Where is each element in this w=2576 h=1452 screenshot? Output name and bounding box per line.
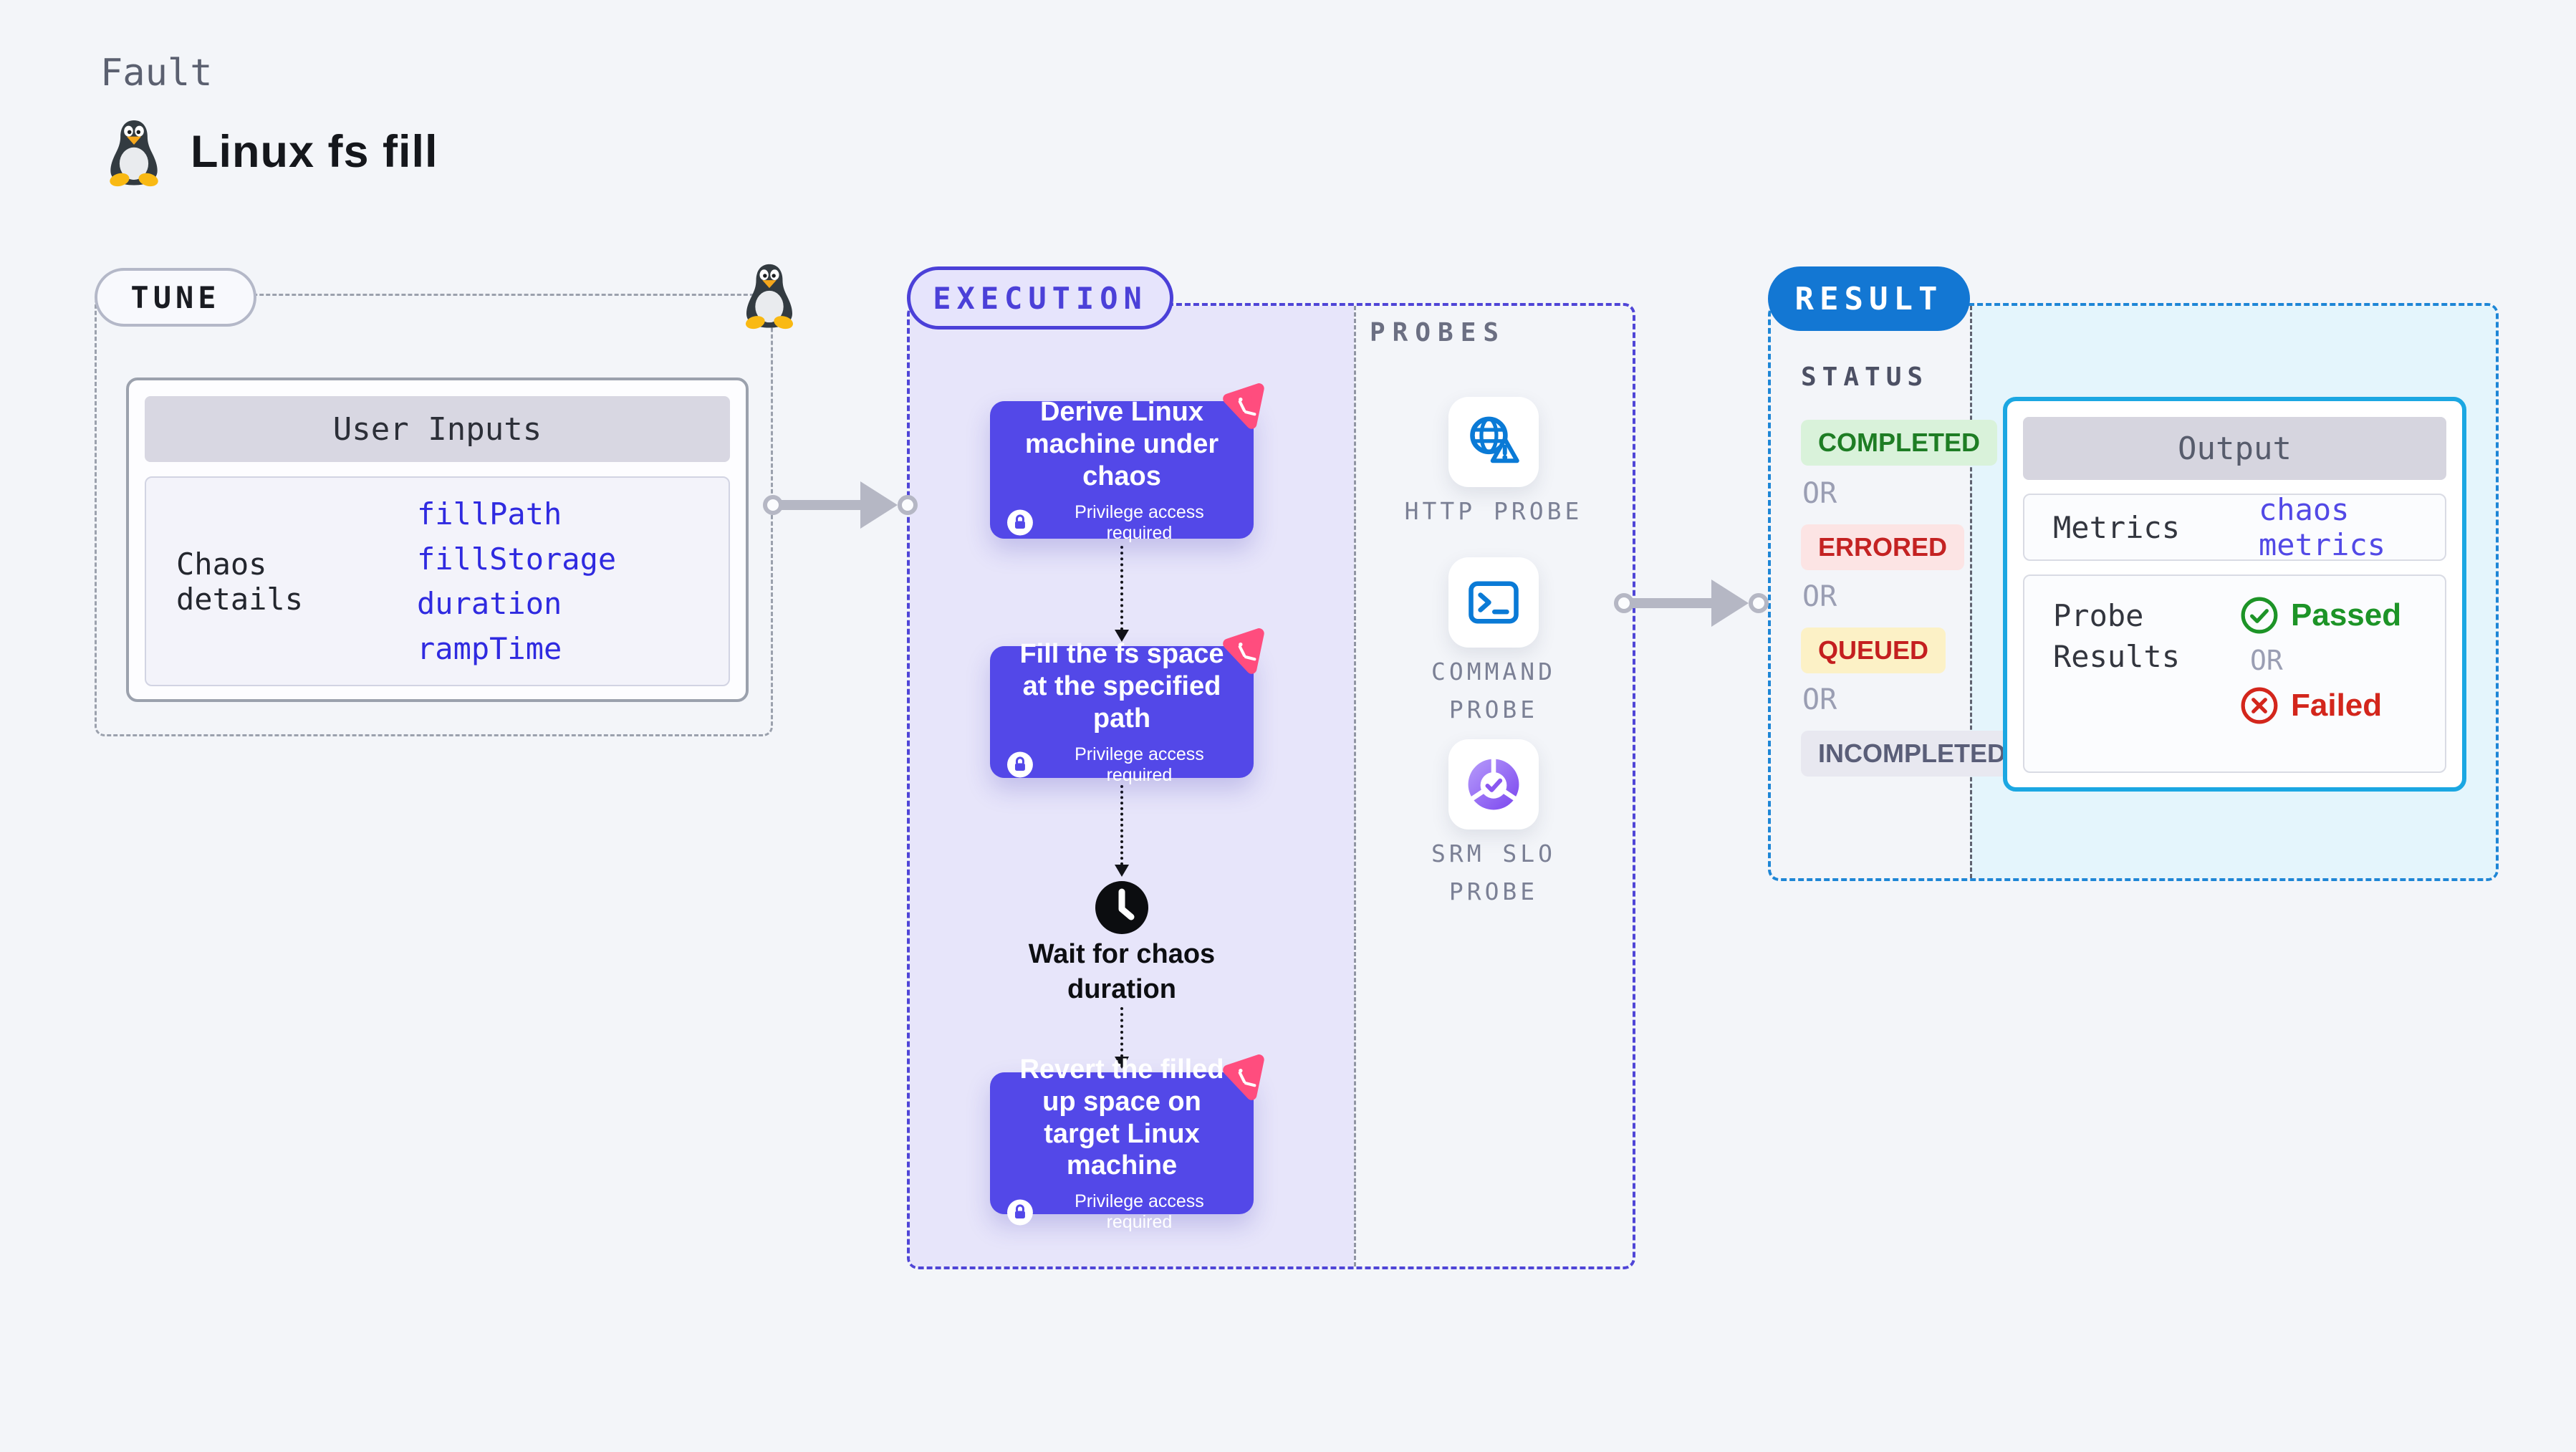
status-badge-completed: COMPLETED [1801, 420, 1998, 466]
srm-slo-probe-icon [1468, 758, 1519, 810]
chaos-fault-icon [1223, 383, 1264, 429]
lock-icon [1007, 1199, 1033, 1226]
passed-check-icon [2241, 597, 2278, 634]
step-card-derive: Derive Linux machine under chaos Privile… [990, 383, 1264, 543]
execution-badge: EXECUTION [907, 266, 1173, 330]
step-title: Revert the filled up space on target Lin… [1019, 1054, 1224, 1181]
metrics-label: Metrics [2053, 509, 2181, 545]
wait-duration-label: Wait for chaos duration [1028, 939, 1216, 1004]
arrow-tune-to-execution [763, 481, 918, 529]
privilege-text: Privilege access required [1075, 501, 1204, 543]
command-probe-tile [1448, 557, 1539, 648]
chaos-params-list: fillPath fillStorage duration rampTime [417, 496, 616, 666]
title-row: Linux fs fill [105, 116, 438, 188]
flow-connector [1115, 546, 1129, 642]
metrics-row: Metrics chaos metrics [2023, 492, 2446, 562]
fault-eyebrow: Fault [100, 52, 213, 95]
param-fillpath[interactable]: fillPath [417, 496, 562, 532]
output-panel: Output Metrics chaos metrics Probe Resul… [2003, 397, 2466, 792]
privilege-row: Privilege access required [1007, 1191, 1236, 1233]
or-label: OR [1802, 683, 1837, 716]
failed-text: Failed [2291, 688, 2383, 723]
step-card-fill: Fill the fs space at the specified path … [990, 628, 1264, 785]
output-title: Output [2023, 417, 2446, 480]
srm-slo-probe-label: SRM SLO PROBE [1431, 840, 1557, 905]
user-inputs-title: User Inputs [145, 396, 730, 462]
http-probe-icon [1470, 416, 1519, 463]
param-ramptime[interactable]: rampTime [417, 630, 562, 666]
arrow-execution-to-result [1614, 580, 1769, 627]
probe-results-label: Probe Results [2053, 598, 2181, 674]
flow-connector [1115, 1007, 1129, 1069]
srm-slo-probe-tile [1448, 739, 1539, 830]
linux-tux-icon [110, 120, 158, 187]
chaos-fault-icon [1223, 1054, 1264, 1100]
passed-text: Passed [2291, 597, 2402, 633]
or-label: OR [2250, 645, 2283, 676]
linux-tux-icon-small [746, 264, 793, 330]
or-label: OR [1802, 580, 1837, 613]
param-fillstorage[interactable]: fillStorage [417, 541, 617, 577]
privilege-row: Privilege access required [1007, 502, 1236, 544]
failed-cross-icon [2241, 687, 2278, 724]
flow-connector [1115, 785, 1129, 877]
probe-results-values: Passed OR Failed [2240, 596, 2401, 751]
result-badge: RESULT [1768, 266, 1970, 331]
status-heading: STATUS [1801, 362, 1929, 392]
tune-region [95, 294, 773, 736]
wait-clock-icon [1095, 881, 1148, 934]
user-inputs-body: Chaos details fillPath fillStorage durat… [145, 476, 730, 686]
tune-badge: TUNE [95, 268, 256, 327]
status-badge-queued: QUEUED [1801, 628, 1946, 673]
probe-results-row: Probe Results Passed OR Failed [2023, 574, 2446, 773]
chaos-fault-icon [1223, 628, 1264, 674]
http-probe-tile [1448, 397, 1539, 487]
lock-icon [1007, 751, 1033, 778]
execution-probes-divider [1354, 306, 1356, 1266]
or-label: OR [1802, 477, 1837, 510]
privilege-text: Privilege access required [1075, 1191, 1204, 1233]
page-title: Linux fs fill [191, 127, 438, 177]
chaos-details-label: Chaos details [176, 546, 304, 617]
command-probe-icon [1469, 581, 1519, 624]
command-probe-label: COMMAND PROBE [1431, 658, 1557, 723]
status-output-divider [1970, 306, 1972, 878]
privilege-row: Privilege access required [1007, 744, 1236, 786]
passed-line: Passed [2240, 596, 2401, 635]
step-title: Derive Linux machine under chaos [1024, 397, 1219, 491]
param-duration[interactable]: duration [417, 586, 562, 622]
http-probe-label: HTTP PROBE [1404, 497, 1583, 525]
user-inputs-panel: User Inputs Chaos details fillPath fillS… [126, 378, 749, 702]
status-badge-errored: ERRORED [1801, 524, 1965, 570]
step-card-revert: Revert the filled up space on target Lin… [990, 1054, 1264, 1232]
step-title: Fill the fs space at the specified path [1019, 639, 1224, 734]
status-badge-incompleted: INCOMPLETED [1801, 731, 2024, 777]
failed-line: Failed [2240, 686, 2401, 725]
chaos-metrics-link[interactable]: chaos metrics [2259, 492, 2386, 562]
privilege-text: Privilege access required [1075, 744, 1204, 785]
probes-heading: PROBES [1370, 318, 1506, 347]
lock-icon [1007, 509, 1033, 536]
